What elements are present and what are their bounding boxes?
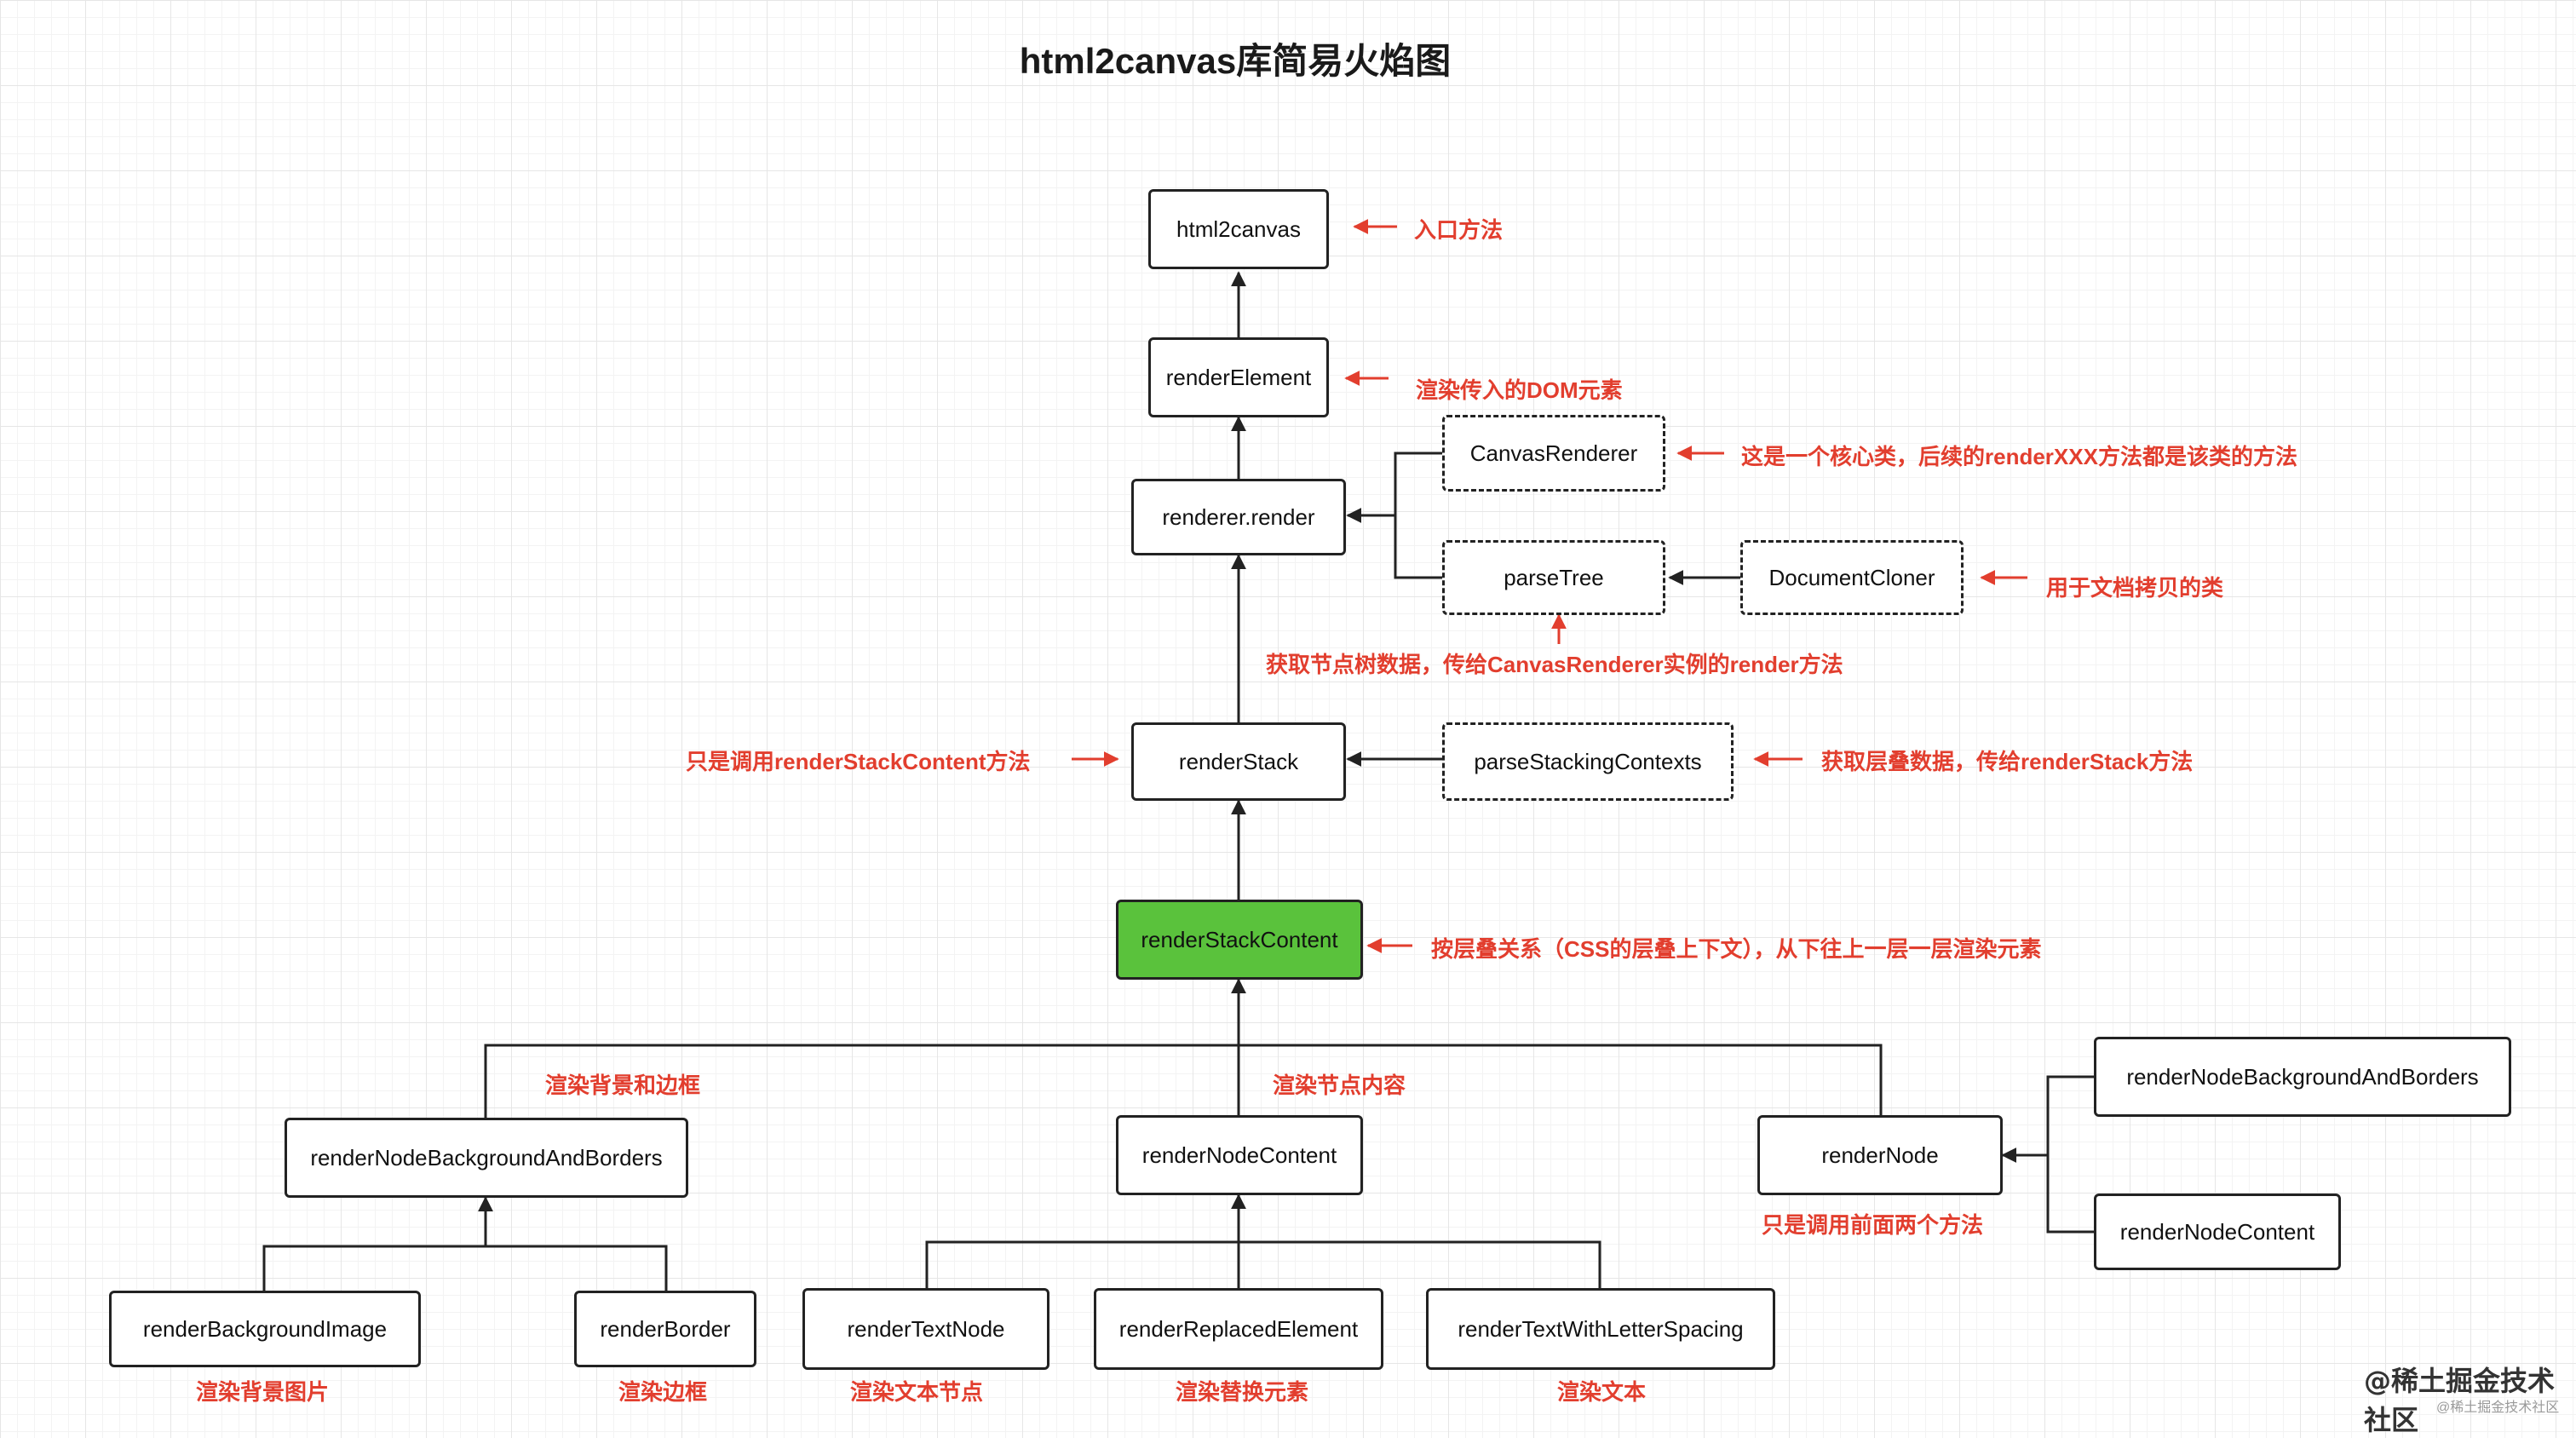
node-render-border[interactable]: renderBorder: [574, 1291, 756, 1367]
annotation-text: 渲染文本: [1557, 1379, 1647, 1405]
node-renderer-render[interactable]: renderer.render: [1131, 479, 1346, 555]
node-html2canvas[interactable]: html2canvas: [1148, 189, 1329, 269]
annotation-parse-tree: 获取节点树数据，传给CanvasRenderer实例的render方法: [1266, 652, 1843, 677]
node-parse-stacking-contexts[interactable]: parseStackingContexts: [1442, 722, 1734, 801]
annotation-node-content: 渲染节点内容: [1273, 1073, 1406, 1098]
node-render-node[interactable]: renderNode: [1757, 1115, 2003, 1195]
node-canvas-renderer[interactable]: CanvasRenderer: [1442, 415, 1665, 492]
edge-bus-top: [484, 1044, 1883, 1118]
node-document-cloner[interactable]: DocumentCloner: [1740, 540, 1964, 615]
annotation-render-stack-content: 按层叠关系（CSS的层叠上下文），从下往上一层一层渲染元素: [1431, 936, 2042, 962]
node-render-element[interactable]: renderElement: [1148, 337, 1329, 417]
node-parse-tree[interactable]: parseTree: [1442, 540, 1665, 615]
edge-right-subtree: [2046, 1075, 2094, 1234]
annotation-entry: 入口方法: [1414, 217, 1504, 243]
diagram-title: html2canvas库简易火焰图: [1019, 41, 1452, 81]
edge-canvasRenderer-bracket: [1394, 452, 1442, 579]
annotation-border: 渲染边框: [618, 1379, 708, 1405]
annotation-canvas-renderer: 这是一个核心类，后续的renderXXX方法都是该类的方法: [1741, 444, 2297, 469]
annotation-text-node: 渲染文本节点: [850, 1379, 984, 1405]
node-render-stack-content[interactable]: renderStackContent: [1116, 900, 1363, 980]
edge-middle-subtree: [925, 1240, 1601, 1288]
node-render-node-content-right[interactable]: renderNodeContent: [2094, 1194, 2341, 1270]
annotation-replaced: 渲染替换元素: [1176, 1379, 1309, 1405]
node-render-stack[interactable]: renderStack: [1131, 722, 1346, 801]
annotation-render-node: 只是调用前面两个方法: [1762, 1212, 1984, 1238]
node-render-text-node[interactable]: renderTextNode: [802, 1288, 1049, 1370]
annotation-render-element: 渲染传入的DOM元素: [1416, 377, 1623, 403]
node-render-replaced-element[interactable]: renderReplacedElement: [1094, 1288, 1383, 1370]
node-render-node-bg-borders-right[interactable]: renderNodeBackgroundAndBorders: [2094, 1037, 2511, 1117]
node-render-node-content[interactable]: renderNodeContent: [1116, 1115, 1363, 1195]
annotation-parse-stacking: 获取层叠数据，传给renderStack方法: [1821, 749, 2194, 774]
node-render-text-with-letter-spacing[interactable]: renderTextWithLetterSpacing: [1426, 1288, 1775, 1370]
node-render-node-bg-borders-left[interactable]: renderNodeBackgroundAndBorders: [285, 1118, 688, 1198]
annotation-bg-image: 渲染背景图片: [196, 1379, 330, 1405]
annotation-bg-borders: 渲染背景和边框: [545, 1073, 701, 1098]
watermark-sub: @稀土掘金技术社区: [2436, 1401, 2560, 1415]
node-render-background-image[interactable]: renderBackgroundImage: [109, 1291, 421, 1367]
edge-left-subtree: [262, 1245, 668, 1291]
annotation-render-stack: 只是调用renderStackContent方法: [686, 749, 1031, 774]
annotation-document-cloner: 用于文档拷贝的类: [2046, 575, 2224, 601]
